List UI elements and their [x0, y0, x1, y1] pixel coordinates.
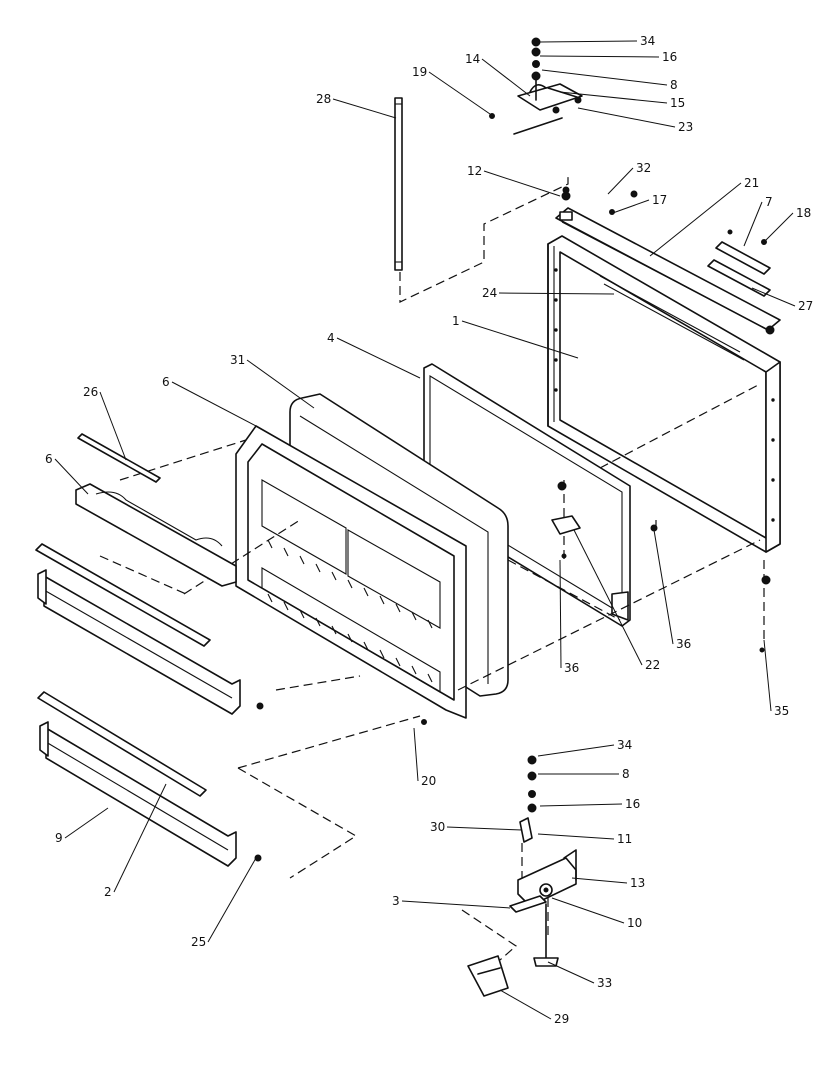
callout-8b: 8 — [622, 767, 630, 781]
callout-leader-7 — [743, 201, 763, 247]
callout-leader-30 — [446, 826, 523, 831]
callout-9: 9 — [55, 831, 63, 845]
callout-leader-3 — [401, 900, 511, 909]
callout-8a: 8 — [670, 78, 678, 92]
callout-12: 12 — [467, 164, 482, 178]
callout-leader-9 — [64, 807, 109, 839]
callout-leader-12 — [483, 170, 561, 197]
callout-4: 4 — [327, 331, 335, 345]
callout-26: 26 — [83, 385, 98, 399]
callout-20: 20 — [421, 774, 436, 788]
callout-6b: 6 — [45, 452, 53, 466]
callout-17: 17 — [652, 193, 667, 207]
top-trim-strip — [77, 433, 161, 483]
callout-leader-31 — [246, 359, 315, 409]
callout-32: 32 — [636, 161, 651, 175]
upper-door-bin — [35, 543, 264, 715]
inner-door-liner — [235, 425, 467, 725]
callout-leader-28 — [332, 98, 397, 119]
cabinet-frame — [547, 186, 781, 553]
callout-leader-34b — [537, 744, 615, 757]
callout-25: 25 — [191, 935, 206, 949]
callout-21: 21 — [744, 176, 759, 190]
callout-16a: 16 — [662, 50, 677, 64]
callout-34b: 34 — [617, 738, 632, 752]
bottom-hinge-assembly — [467, 755, 577, 997]
callout-1: 1 — [452, 314, 460, 328]
callout-leader-6b — [54, 458, 89, 495]
callout-leader-11 — [537, 833, 615, 840]
callout-3: 3 — [392, 894, 400, 908]
callout-leader-15 — [559, 91, 668, 104]
callout-14: 14 — [465, 52, 480, 66]
lower-door-bin — [37, 691, 262, 867]
callout-18: 18 — [796, 206, 811, 220]
top-hinge-assembly — [489, 37, 583, 135]
callout-leader-2 — [113, 783, 167, 893]
callout-27: 27 — [798, 299, 813, 313]
callout-leader-20 — [413, 727, 419, 782]
callout-6a: 6 — [162, 375, 170, 389]
callout-19: 19 — [412, 65, 427, 79]
top-right-bracket — [707, 229, 775, 335]
callout-leader-8a — [541, 69, 668, 86]
callout-leader-25 — [207, 857, 257, 943]
callout-30: 30 — [430, 820, 445, 834]
callout-leader-33 — [547, 961, 595, 984]
callout-leader-26 — [99, 391, 127, 461]
hinge-rod — [394, 97, 403, 271]
callout-leader-35 — [763, 639, 772, 712]
callout-leader-4 — [336, 337, 421, 379]
callout-leader-17 — [609, 199, 650, 215]
callout-2: 2 — [104, 885, 112, 899]
callout-leader-22 — [573, 529, 643, 666]
callout-leader-27 — [751, 287, 796, 307]
callout-leader-24 — [498, 292, 615, 295]
callout-29: 29 — [554, 1012, 569, 1026]
callout-leader-21 — [649, 182, 742, 257]
callout-11: 11 — [617, 832, 632, 846]
callout-34a: 34 — [640, 34, 655, 48]
mid-hardware — [551, 481, 771, 653]
callout-leader-19 — [428, 71, 491, 115]
callout-35: 35 — [774, 704, 789, 718]
callout-leader-36a — [653, 529, 674, 645]
callout-leader-10 — [551, 897, 625, 924]
callout-leader-32 — [607, 167, 634, 195]
callout-leader-16a — [539, 55, 660, 58]
callout-leader-13 — [571, 877, 628, 884]
callout-31: 31 — [230, 353, 245, 367]
callout-leader-14 — [481, 58, 531, 97]
callout-leader-23 — [577, 107, 676, 128]
callout-leader-36b — [559, 559, 562, 669]
callout-23: 23 — [678, 120, 693, 134]
callout-36a: 36 — [676, 637, 691, 651]
callout-16b: 16 — [625, 797, 640, 811]
callout-leader-18 — [763, 212, 794, 243]
upper-shelf-trim — [75, 483, 237, 587]
callout-leader-6a — [171, 381, 257, 427]
callout-leader-29 — [499, 989, 552, 1020]
callout-28: 28 — [316, 92, 331, 106]
callout-24: 24 — [482, 286, 497, 300]
callout-leader-34a — [539, 40, 638, 43]
callout-36b: 36 — [564, 661, 579, 675]
callout-leader-16b — [539, 803, 623, 807]
callout-7: 7 — [765, 195, 773, 209]
callout-15: 15 — [670, 96, 685, 110]
callout-33: 33 — [597, 976, 612, 990]
callout-10: 10 — [627, 916, 642, 930]
callout-leader-1 — [461, 320, 579, 359]
callout-13: 13 — [630, 876, 645, 890]
callout-22: 22 — [645, 658, 660, 672]
